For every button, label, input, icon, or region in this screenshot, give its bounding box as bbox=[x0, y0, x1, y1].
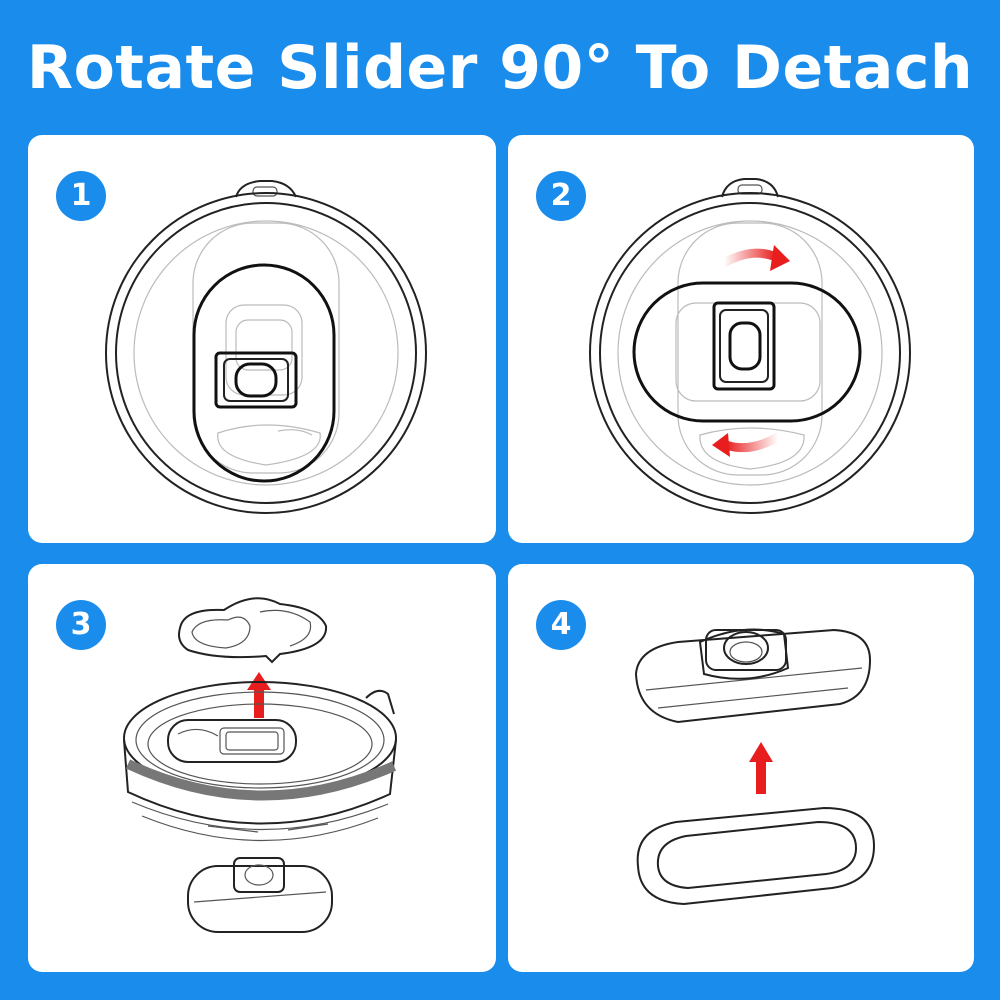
step-4-panel: 4 bbox=[508, 564, 974, 972]
step-1-badge: 1 bbox=[56, 171, 106, 221]
step-3-badge: 3 bbox=[56, 600, 106, 650]
step-2-panel: 2 bbox=[508, 135, 974, 543]
lid-rotate-illustration bbox=[589, 178, 911, 514]
lid-exploded-illustration bbox=[123, 597, 397, 933]
step-4-badge: 4 bbox=[536, 600, 586, 650]
step-1-panel: 1 bbox=[28, 135, 496, 543]
step-2-badge: 2 bbox=[536, 171, 586, 221]
lid-top-view-illustration bbox=[105, 180, 427, 514]
page-title: Rotate Slider 90° To Detach bbox=[26, 33, 974, 103]
slider-gasket-illustration bbox=[634, 628, 876, 906]
step-3-panel: 3 bbox=[28, 564, 496, 972]
